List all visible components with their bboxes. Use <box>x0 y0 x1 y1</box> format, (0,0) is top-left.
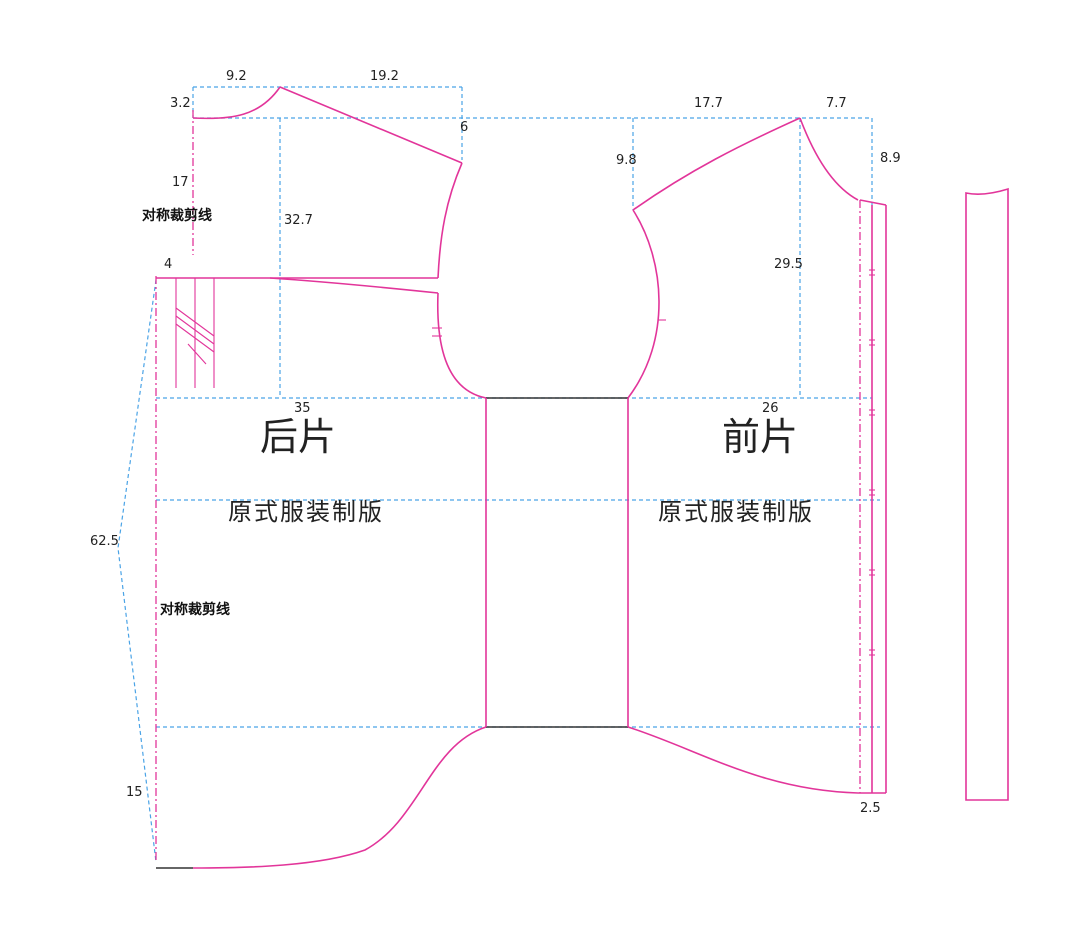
dim-back-neck-depth: 3.2 <box>170 96 191 111</box>
dim-front-neck-width: 7.7 <box>826 96 847 111</box>
dim-back-neck-width: 9.2 <box>226 69 247 84</box>
dim-front-armhole: 29.5 <box>774 257 803 272</box>
dim-back-offset: 4 <box>164 257 172 272</box>
dim-front-bust: 26 <box>762 401 779 416</box>
side-panel <box>485 397 629 728</box>
dim-back-armhole-depth: 17 <box>172 175 189 190</box>
piece-labels: 后片 原式服装制版 对称裁剪线 对称裁剪线 前片 原式服装制版 <box>142 207 814 618</box>
dim-back-armhole-guide: 32.7 <box>284 213 313 228</box>
dim-back-shoulder: 19.2 <box>370 69 399 84</box>
front-piece-outline <box>627 117 887 794</box>
guide-lines <box>117 86 880 863</box>
dim-placket-width: 2.5 <box>860 801 881 816</box>
dim-front-shoulder-drop: 9.8 <box>616 153 637 168</box>
dimension-labels: 9.2 19.2 3.2 6 17 32.7 4 35 62.5 15 17.7… <box>90 69 901 816</box>
dim-front-shoulder: 17.7 <box>694 96 723 111</box>
dim-hem-rise: 15 <box>126 785 143 800</box>
placket-strip <box>965 187 1009 801</box>
back-fold-note-bottom: 对称裁剪线 <box>160 601 230 618</box>
dim-total-length: 62.5 <box>90 534 119 549</box>
back-piece-title: 后片 <box>260 415 336 459</box>
back-piece-subtitle: 原式服装制版 <box>228 498 384 526</box>
back-piece-outline <box>155 86 487 869</box>
dim-shoulder-drop: 6 <box>460 120 468 135</box>
front-piece-subtitle: 原式服装制版 <box>658 498 814 526</box>
back-fold-note-top: 对称裁剪线 <box>142 207 212 224</box>
dim-front-neck-depth: 8.9 <box>880 151 901 166</box>
front-piece-title: 前片 <box>722 415 798 459</box>
dim-back-bust: 35 <box>294 401 311 416</box>
buttonhole-marks <box>869 269 875 656</box>
